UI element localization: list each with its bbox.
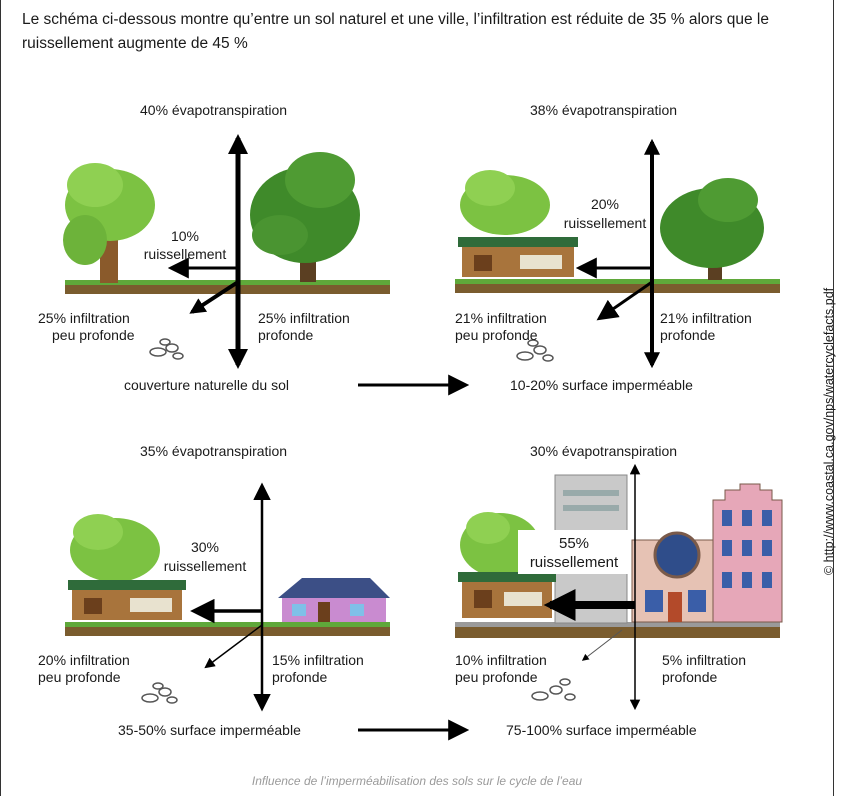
house-icon (68, 580, 186, 620)
shallow-infiltration-arrow (189, 280, 240, 314)
shallow-infiltration-arrow (596, 280, 653, 321)
shallow-infiltration-label: peu profonde (38, 669, 121, 685)
runoff-label: ruissellement (163, 558, 247, 574)
intro-text: Le schéma ci-dessous montre qu’entre un … (22, 11, 769, 52)
house-icon (278, 578, 390, 622)
shallow-infiltration-label: 21% infiltration (455, 310, 547, 326)
panel-natural (63, 134, 390, 369)
runoff-percent-label: 55% (558, 535, 590, 552)
deep-infiltration-label: profonde (662, 669, 718, 685)
runoff-percent-label: 30% (190, 539, 220, 555)
deep-infiltration-label: 15% infiltration (272, 652, 364, 668)
source-credit: © http://www.coastal.ca.gov/nps/watercyc… (822, 287, 836, 575)
surface-cover-label: 10-20% surface imperméable (510, 377, 693, 393)
house-icon (458, 237, 578, 277)
panel-low-impervious (455, 138, 780, 369)
shallow-infiltration-label: peu profonde (52, 327, 135, 343)
tree-icon (660, 178, 764, 280)
runoff-label: ruissellement (143, 246, 227, 262)
runoff-callout-box (518, 530, 630, 574)
shallow-infiltration-arrow (581, 629, 623, 661)
tree-icon (70, 514, 160, 582)
ground-strip (455, 626, 780, 638)
shallow-infiltration-label: 25% infiltration (38, 310, 130, 326)
tall-building-icon (712, 483, 783, 623)
runoff-label: ruissellement (563, 215, 647, 231)
grass-strip (65, 622, 390, 627)
pebbles-icon (149, 338, 184, 360)
runoff-percent-label: 10% (170, 228, 200, 244)
tree-icon (63, 163, 155, 283)
surface-cover-label: couverture naturelle du sol (124, 377, 289, 393)
deep-infiltration-label: 5% infiltration (662, 652, 747, 668)
evapotranspiration-label: 40% évapotranspiration (140, 102, 288, 118)
shallow-infiltration-label: 10% infiltration (455, 652, 547, 668)
evapotranspiration-label: 35% évapotranspiration (140, 443, 288, 459)
shallow-infiltration-label: peu profonde (455, 669, 538, 685)
ground-strip (65, 626, 390, 636)
runoff-label: ruissellement (529, 554, 619, 571)
pebbles-icon (531, 678, 576, 701)
pebbles-icon (516, 339, 554, 362)
deep-infiltration-label: profonde (258, 327, 314, 343)
shallow-infiltration-arrow (204, 624, 263, 669)
shallow-infiltration-label: peu profonde (455, 327, 538, 343)
panel-medium-impervious (65, 482, 390, 712)
grass-strip (65, 280, 390, 285)
ground-strip (455, 283, 780, 293)
evapotranspiration-label: 38% évapotranspiration (530, 102, 678, 118)
deep-infiltration-label: 25% infiltration (258, 310, 350, 326)
surface-cover-label: 35-50% surface imperméable (118, 722, 301, 738)
tree-icon (250, 152, 360, 282)
pebbles-icon (141, 682, 178, 704)
shallow-infiltration-label: 20% infiltration (38, 652, 130, 668)
deep-infiltration-label: 21% infiltration (660, 310, 752, 326)
domed-building-icon (631, 531, 723, 623)
surface-cover-label: 75-100% surface imperméable (506, 722, 697, 738)
deep-infiltration-label: profonde (660, 327, 716, 343)
tree-icon (460, 170, 550, 235)
figure-caption: Influence de l’imperméabilisation des so… (251, 774, 583, 788)
deep-infiltration-label: profonde (272, 669, 328, 685)
evapotranspiration-label: 30% évapotranspiration (530, 443, 678, 459)
grass-strip (455, 279, 780, 284)
house-icon (458, 572, 556, 618)
runoff-percent-label: 20% (590, 196, 620, 212)
pavement-strip (455, 622, 780, 627)
